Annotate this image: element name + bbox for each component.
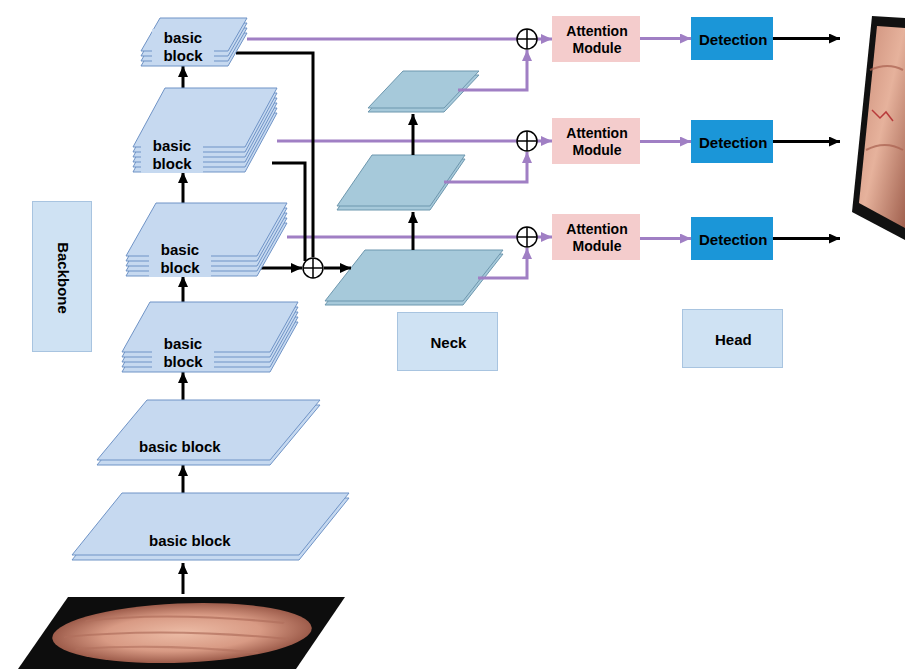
attention-module: Attention Module bbox=[552, 118, 640, 164]
basic-block: basic block bbox=[126, 203, 287, 276]
node-label: basic block bbox=[147, 532, 233, 550]
tissue-fold bbox=[84, 616, 289, 623]
node-label: Detection bbox=[699, 134, 767, 152]
node-label: Neck bbox=[431, 334, 467, 352]
input-image-frame bbox=[18, 597, 345, 669]
node-label: Attention Module bbox=[559, 221, 635, 255]
node-label: Detection bbox=[699, 231, 767, 249]
input-image bbox=[33, 603, 331, 663]
node-label: basic block bbox=[141, 137, 203, 173]
output-arrow bbox=[773, 140, 840, 143]
tissue-fold bbox=[63, 632, 293, 639]
block-slab bbox=[97, 400, 320, 460]
sum-circle bbox=[517, 131, 537, 151]
output-arrow bbox=[773, 37, 840, 40]
arrow-connector bbox=[182, 276, 185, 302]
node-label: Detection bbox=[699, 31, 767, 49]
neck-output-line bbox=[444, 152, 527, 182]
sum-symbol bbox=[303, 258, 323, 278]
tissue-fold bbox=[870, 66, 903, 70]
sum-cross bbox=[526, 227, 528, 247]
sum-symbol bbox=[517, 227, 537, 247]
arrow-connector bbox=[640, 140, 691, 143]
attention-module: Attention Module bbox=[552, 214, 640, 260]
section-label: Backbone bbox=[32, 201, 92, 352]
sum-symbol bbox=[517, 29, 537, 49]
node-label: Attention Module bbox=[559, 125, 635, 159]
arrow-connector bbox=[182, 465, 185, 493]
input-arrow bbox=[182, 563, 185, 594]
section-label: Neck bbox=[397, 312, 498, 371]
node-label: basic block bbox=[137, 438, 223, 456]
basic-block: basic block bbox=[133, 88, 277, 172]
basic-block: basic block bbox=[122, 302, 298, 372]
neck-arrow bbox=[412, 114, 415, 155]
detection-box: Detection bbox=[691, 120, 773, 163]
fusion-arrow bbox=[324, 267, 351, 270]
neck-arrow bbox=[412, 212, 415, 250]
sum-cross bbox=[526, 29, 528, 49]
output-image bbox=[859, 26, 905, 228]
node-label: basic block bbox=[149, 241, 211, 277]
arrow-connector bbox=[287, 236, 552, 239]
arrow-connector bbox=[640, 37, 691, 40]
sum-circle bbox=[303, 258, 323, 278]
neck-output-line bbox=[478, 248, 527, 278]
attention-module: Attention Module bbox=[552, 16, 640, 62]
node-label: Backbone bbox=[54, 242, 72, 314]
basic-block: basic block bbox=[97, 400, 320, 465]
tissue bbox=[33, 603, 331, 663]
node-label: Attention Module bbox=[559, 23, 635, 57]
section-label: Head bbox=[682, 309, 783, 368]
node-label: basic block bbox=[152, 29, 214, 65]
arrow-connector bbox=[182, 66, 185, 88]
neck-output-line bbox=[458, 50, 527, 90]
sum-circle bbox=[517, 29, 537, 49]
arrow-connector bbox=[182, 372, 185, 400]
sum-circle bbox=[517, 227, 537, 247]
sum-cross bbox=[526, 131, 528, 151]
lesion-mark bbox=[872, 110, 893, 121]
arrow-connector bbox=[640, 237, 691, 240]
output-arrow bbox=[773, 237, 840, 240]
arrow-connector bbox=[247, 38, 552, 41]
basic-block: basic block bbox=[72, 493, 349, 560]
tissue-fold bbox=[73, 647, 262, 653]
basic-block: basic block bbox=[141, 18, 247, 66]
detection-box: Detection bbox=[691, 217, 773, 260]
block-slab bbox=[72, 493, 349, 555]
neck-slab bbox=[325, 250, 503, 301]
sum-cross bbox=[312, 258, 314, 278]
sum-symbol bbox=[517, 131, 537, 151]
node-label: Head bbox=[715, 331, 752, 349]
tissue-fold bbox=[866, 145, 903, 150]
node-label: basic block bbox=[152, 335, 214, 371]
arrow-connector bbox=[182, 172, 185, 203]
detection-box: Detection bbox=[691, 17, 773, 60]
output-image-frame bbox=[852, 16, 905, 240]
